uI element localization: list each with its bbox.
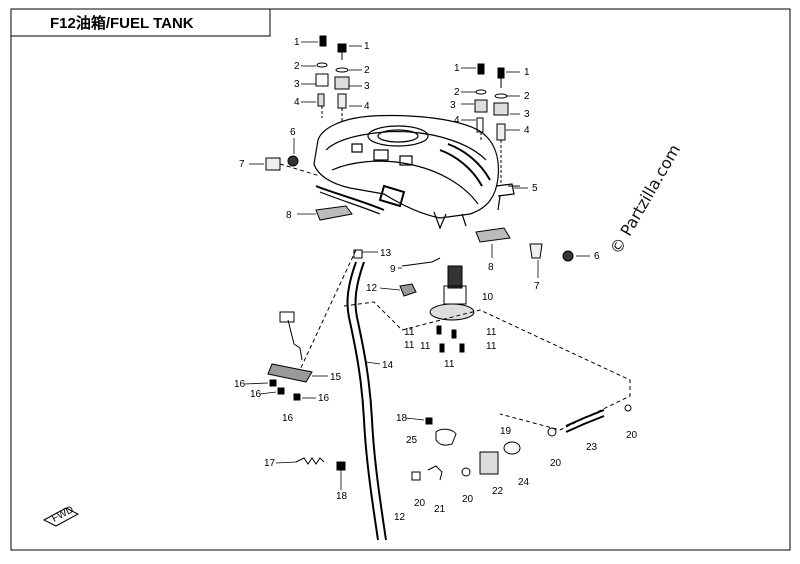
fwd-badge: FWD xyxy=(42,504,80,527)
callout-label: 16 xyxy=(282,413,294,424)
callout-label: 25 xyxy=(406,435,418,446)
callout-label: 7 xyxy=(239,159,245,170)
callout-label: 3 xyxy=(294,79,300,90)
callout-label: 20 xyxy=(550,458,562,469)
callout-label: 19 xyxy=(500,426,512,437)
callout-label: 11 xyxy=(486,341,497,352)
callout-label: 20 xyxy=(462,494,474,505)
callout-label: 18 xyxy=(336,491,348,502)
callout-label: 5 xyxy=(532,183,538,194)
callout-label: 24 xyxy=(518,477,530,488)
callout-label: 17 xyxy=(264,458,276,469)
parts-linework xyxy=(265,155,632,541)
callout-label: 9 xyxy=(390,264,396,275)
callout-label: 4 xyxy=(364,101,370,112)
callout-labels: 1 1 2 2 3 3 4 4 1 1 2 2 3 3 4 4 5 6 6 7 … xyxy=(234,37,638,523)
callout-label: 20 xyxy=(414,498,426,509)
callout-label: 16 xyxy=(318,393,330,404)
callout-label: 13 xyxy=(380,248,392,259)
callout-label: 6 xyxy=(290,127,296,138)
callout-label: 10 xyxy=(482,292,494,303)
callout-label: 20 xyxy=(626,430,638,441)
callout-label: 11 xyxy=(404,340,415,351)
callout-label: 8 xyxy=(488,262,494,273)
callout-label: 11 xyxy=(420,341,431,352)
fwd-badge-label: FWD xyxy=(50,504,75,524)
callout-label: 2 xyxy=(454,87,460,98)
callout-label: 23 xyxy=(586,442,598,453)
callout-label: 16 xyxy=(250,389,262,400)
callout-label: 12 xyxy=(394,512,406,523)
callout-label: 8 xyxy=(286,210,292,221)
fuel-tank xyxy=(313,114,515,230)
left-mount-stack xyxy=(315,35,350,122)
callout-label: 22 xyxy=(492,486,504,497)
callout-label: 7 xyxy=(534,281,540,292)
callout-label: 3 xyxy=(524,109,530,120)
callout-label: 3 xyxy=(364,81,370,92)
callout-label: 12 xyxy=(366,283,378,294)
callout-label: 1 xyxy=(364,41,370,52)
leader-lines xyxy=(243,41,590,490)
callout-label: 1 xyxy=(294,37,300,48)
callout-label: 11 xyxy=(486,327,497,338)
callout-label: 16 xyxy=(234,379,246,390)
callout-label: 21 xyxy=(434,504,446,515)
page-title: F12油箱/FUEL TANK xyxy=(50,15,194,32)
callout-label: 4 xyxy=(524,125,530,136)
callout-label: 1 xyxy=(524,67,530,78)
callout-label: 2 xyxy=(364,65,370,76)
callout-label: 4 xyxy=(454,115,460,126)
callout-label: 2 xyxy=(524,91,530,102)
callout-label: 11 xyxy=(404,327,415,338)
callout-label: 2 xyxy=(294,61,300,72)
callout-label: 4 xyxy=(294,97,300,108)
callout-label: 14 xyxy=(382,360,394,371)
callout-label: 18 xyxy=(396,413,408,424)
right-mount-stack xyxy=(474,63,509,186)
callout-label: 1 xyxy=(454,63,460,74)
callout-label: 15 xyxy=(330,372,342,383)
callout-label: 11 xyxy=(444,359,455,370)
callout-label: 3 xyxy=(450,100,456,111)
callout-label: 6 xyxy=(594,251,600,262)
